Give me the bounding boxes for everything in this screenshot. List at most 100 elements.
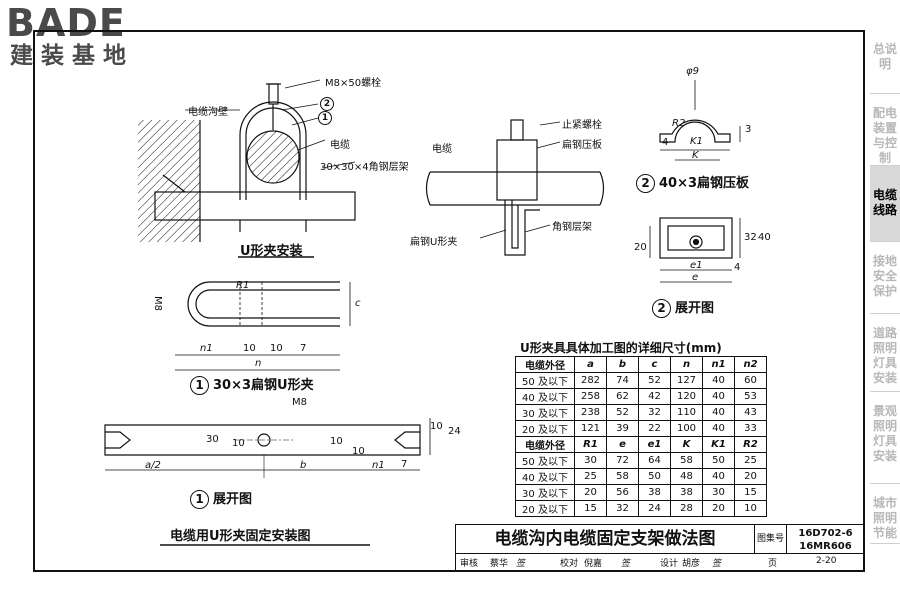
- chapter-sidebar: 总说明 配电装置与控制 电缆线路 接地安全保护 道路照明灯具安装 景观照明灯具安…: [870, 30, 900, 544]
- table-cell: 40 及以下: [515, 468, 575, 485]
- table-cell: 50 及以下: [515, 372, 575, 389]
- table-cell: 24: [638, 500, 671, 517]
- review-label: 审核: [460, 559, 479, 569]
- hole-diameter-label: φ9: [686, 66, 699, 77]
- sidebar-item-distribution[interactable]: 配电装置与控制: [870, 94, 900, 166]
- table-cell: 62: [606, 388, 639, 405]
- n-label: n: [255, 358, 262, 369]
- table-cell: 40: [702, 468, 735, 485]
- dim-32-label: 32: [744, 232, 757, 243]
- table-cell: 120: [670, 388, 703, 405]
- table-cell: 20 及以下: [515, 420, 575, 437]
- table-cell: 40 及以下: [515, 388, 575, 405]
- table-cell: 60: [734, 372, 767, 389]
- table-cell: 72: [606, 452, 639, 469]
- side-view: [425, 119, 605, 256]
- dim-10-label: 10: [243, 343, 256, 354]
- table-cell: 58: [670, 452, 703, 469]
- sidebar-item-label: 接地安全保护: [872, 254, 897, 298]
- sidebar-item-label: 总说明: [872, 42, 897, 71]
- dim-30-label: 30: [206, 434, 219, 445]
- table-cell: 20: [574, 484, 607, 501]
- table-cell: 20 及以下: [515, 500, 575, 517]
- sidebar-item-label: 电缆线路: [872, 188, 897, 217]
- plate-development-view: [649, 217, 741, 283]
- sidebar-item-label: 配电装置与控制: [872, 106, 897, 165]
- table-cell: 110: [670, 404, 703, 421]
- dim-3-label: 3: [745, 124, 752, 135]
- table-cell: 121: [574, 420, 607, 437]
- table-cell: 电缆外径: [515, 436, 575, 453]
- trench-wall-label: 电缆沟壁: [188, 107, 228, 118]
- table-cell: 32: [606, 500, 639, 517]
- cable-label: 电缆: [330, 140, 350, 151]
- r1-label: R1: [236, 280, 250, 291]
- main-drawing-caption: 电缆用U形夹固定安装图: [170, 529, 311, 544]
- table-cell: 22: [638, 420, 671, 437]
- r2-label: R2: [672, 118, 686, 129]
- table-cell: 30 及以下: [515, 484, 575, 501]
- table-cell: e1: [638, 436, 671, 453]
- sidebar-item-label: 景观照明灯具安装: [872, 404, 897, 463]
- u-clamp-label: 扁钢U形夹: [410, 237, 458, 248]
- table-cell: 52: [606, 404, 639, 421]
- dim-7-label: 7: [300, 343, 307, 354]
- design-label: 设计: [660, 559, 679, 569]
- table-cell: K1: [702, 436, 735, 453]
- sidebar-item-landscape-lighting[interactable]: 景观照明灯具安装: [870, 392, 900, 484]
- table-cell: b: [606, 356, 639, 373]
- check-label: 校对: [560, 559, 579, 569]
- logo-sub-text: 建装基地: [10, 43, 134, 69]
- table-cell: 28: [670, 500, 703, 517]
- table-cell: 15: [734, 484, 767, 501]
- table-cell: 15: [574, 500, 607, 517]
- table-cell: 53: [734, 388, 767, 405]
- table-cell: 50 及以下: [515, 452, 575, 469]
- sidebar-item-road-lighting[interactable]: 道路照明灯具安装: [870, 314, 900, 392]
- u-clamp-installation-caption: U形夹安装: [240, 244, 303, 259]
- sidebar-item-energy-saving[interactable]: 城市照明节能: [870, 484, 900, 544]
- table-cell: 52: [638, 372, 671, 389]
- checker-name: 倪嘉: [584, 559, 603, 569]
- e-label: e: [692, 272, 699, 283]
- angle-shelf-label: 30×30×4角钢层架: [320, 162, 409, 173]
- flat-plate-label: 扁钢压板: [562, 140, 602, 151]
- table-cell: 282: [574, 372, 607, 389]
- dimension-table-title: U形夹具具体加工图的详细尺寸(mm): [520, 341, 722, 355]
- table-cell: n1: [702, 356, 735, 373]
- e1-label: e1: [690, 260, 703, 271]
- table-cell: 40: [702, 372, 735, 389]
- dim-10-label-4: 10: [430, 421, 443, 432]
- table-cell: 20: [734, 468, 767, 485]
- page-label: 页: [768, 559, 778, 569]
- table-cell: 32: [638, 404, 671, 421]
- table-cell: R2: [734, 436, 767, 453]
- sidebar-item-cable-line[interactable]: 电缆线路: [870, 166, 900, 242]
- table-cell: 38: [670, 484, 703, 501]
- table-cell: 10: [734, 500, 767, 517]
- table-cell: n2: [734, 356, 767, 373]
- table-cell: 43: [734, 404, 767, 421]
- sidebar-item-general[interactable]: 总说明: [870, 30, 900, 94]
- table-cell: 40: [702, 420, 735, 437]
- m8-label-2: M8: [292, 397, 307, 408]
- table-cell: 48: [670, 468, 703, 485]
- table-cell: 30: [702, 484, 735, 501]
- sidebar-item-grounding[interactable]: 接地安全保护: [870, 242, 900, 314]
- atlas-code-2: 16MR606: [799, 541, 852, 552]
- callout-1: 1: [318, 111, 332, 125]
- table-cell: 100: [670, 420, 703, 437]
- table-cell: 50: [702, 452, 735, 469]
- table-cell: 50: [638, 468, 671, 485]
- stop-bolt-label: 止紧螺栓: [562, 120, 602, 131]
